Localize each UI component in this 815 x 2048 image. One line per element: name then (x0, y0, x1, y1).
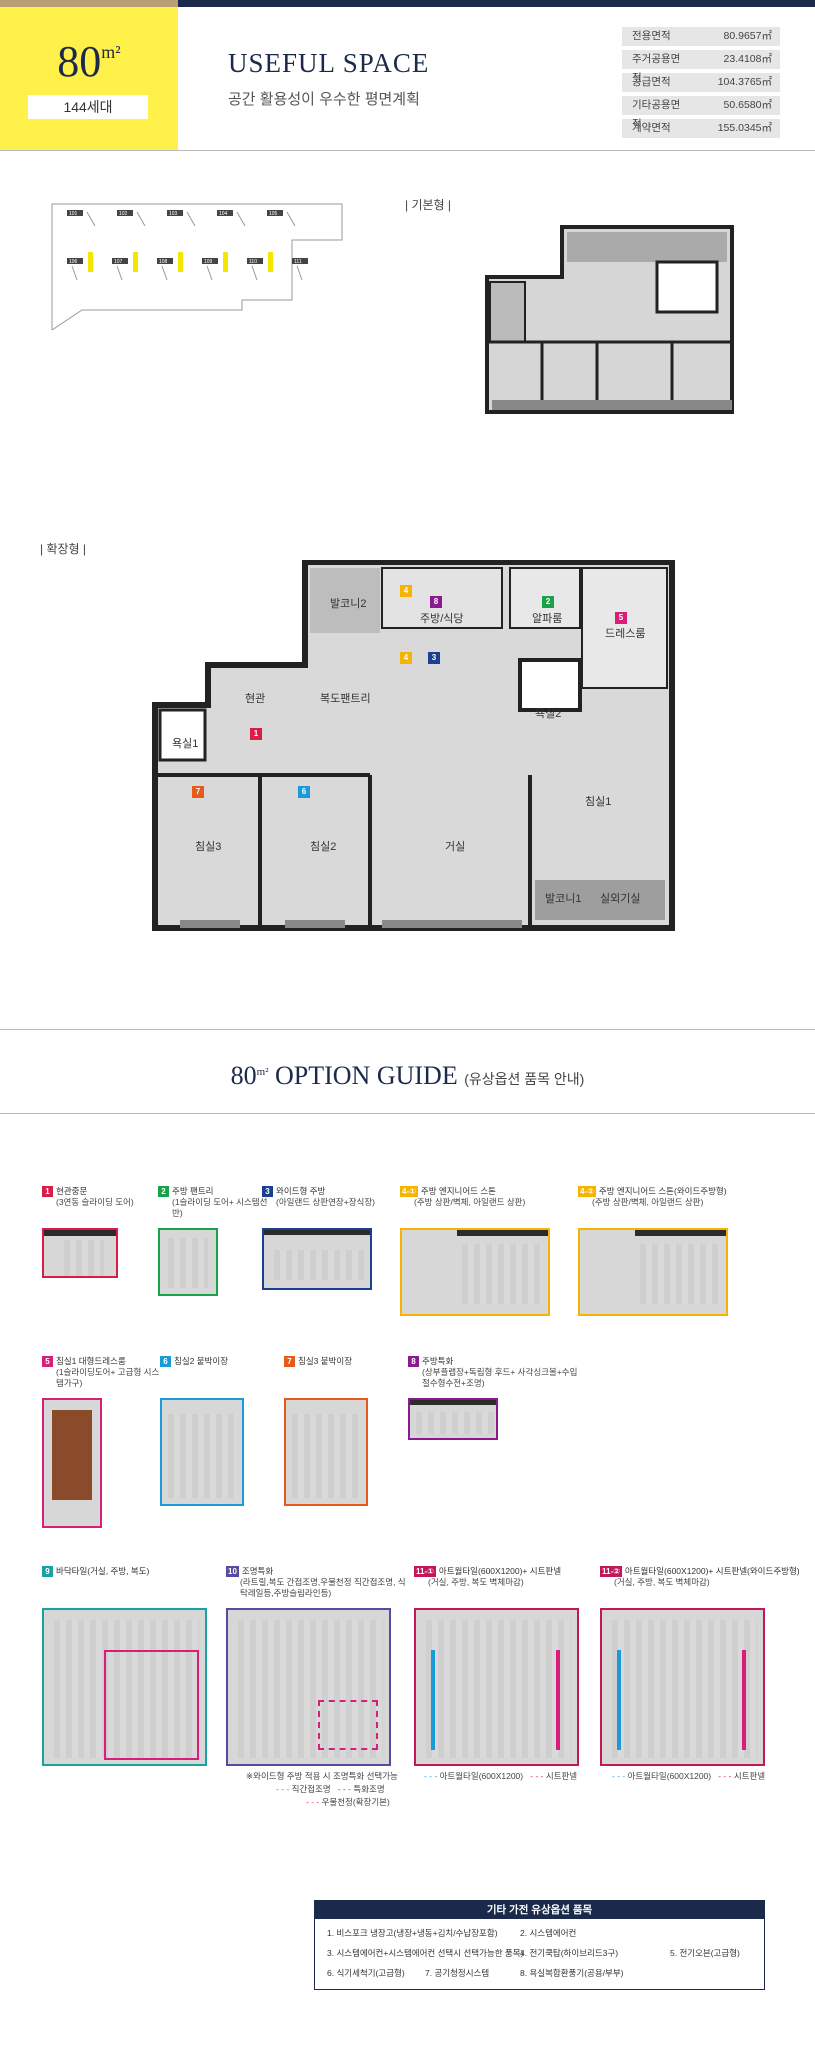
appliance-item: 1. 비스포크 냉장고(냉장+냉동+김치/수납장포함) (327, 1928, 498, 1938)
option-10-note: ※와이드형 주방 적용 시 조명특화 선택가능 (246, 1771, 398, 1781)
expanded-floor-plan: 발코니2 주방/식당 알파룸 드레스룸 현관 복도팬트리 욕실2 욕실1 침실3… (150, 560, 680, 940)
unit-size-panel (0, 7, 178, 150)
option-marker: 7 (192, 786, 204, 798)
option-11-1-legend: - - - 아트월타일(600X1200) - - - 시트판넬 (424, 1771, 578, 1781)
appliance-options-table: 기타 가전 유상옵션 품목 1. 비스포크 냉장고(냉장+냉동+김치/수납장포함… (314, 1900, 765, 1990)
appliance-item: 2. 시스템에어컨 (520, 1928, 577, 1938)
unit-size: 80m² (57, 37, 121, 86)
room-label: 현관 (245, 693, 266, 705)
option-marker: 6 (298, 786, 310, 798)
option-3-thumbnail (262, 1228, 372, 1290)
appliance-item: 4. 전기쿡탑(하이브리드3구) (520, 1948, 619, 1958)
option-1-thumbnail (42, 1228, 118, 1278)
option-marker: 4 (400, 652, 412, 664)
building-label: 106 (69, 259, 78, 265)
building-label: 105 (269, 211, 278, 217)
page-title: USEFUL SPACE (228, 48, 430, 78)
building-label: 110 (249, 259, 257, 265)
option-marker: 4 (400, 585, 412, 597)
option-2-thumbnail (158, 1228, 218, 1296)
legend-indirect-lighting: - - - 직간접조명 - - - 특화조명 (276, 1784, 385, 1794)
room-label: 발코니1 (545, 893, 582, 905)
option-marker: 8 (430, 596, 442, 608)
option-marker: 1 (250, 728, 262, 740)
building-label: 104 (219, 211, 228, 217)
appliance-item: 5. 전기오븐(고급형) (670, 1948, 740, 1958)
room-label: 침실3 (195, 841, 222, 853)
room-label: 욕실1 (172, 738, 199, 750)
option-marker: 2 (542, 596, 554, 608)
appliance-item: 6. 식기세척기(고급형) (327, 1968, 405, 1978)
option-11-2-thumbnail (600, 1608, 765, 1766)
option-marker: 3 (428, 652, 440, 664)
room-label: 드레스룸 (605, 628, 646, 640)
option-10-thumbnail (226, 1608, 391, 1766)
appliance-item: 3. 시스템에어컨+시스템에어컨 선택시 선택가능한 품목) (327, 1948, 524, 1958)
option-11-1-thumbnail (414, 1608, 579, 1766)
room-label: 알파룸 (532, 613, 563, 625)
room-label: 거실 (445, 841, 466, 853)
building-label: 102 (119, 211, 128, 217)
building-label: 103 (169, 211, 178, 217)
divider (0, 150, 815, 151)
building-label: 107 (114, 259, 123, 265)
option-4-1-thumbnail (400, 1228, 550, 1316)
building-label: 108 (159, 259, 168, 265)
room-label: 복도팬트리 (320, 693, 371, 705)
room-label: 침실2 (310, 841, 337, 853)
building-label: 111 (294, 259, 302, 265)
top-accent-bar (0, 0, 815, 7)
option-6-thumbnail (160, 1398, 244, 1506)
option-marker: 5 (615, 612, 627, 624)
building-label: 101 (69, 211, 78, 217)
option-7-thumbnail (284, 1398, 368, 1506)
option-guide-title: 80m² OPTION GUIDE (유상옵션 품목 안내) (230, 1061, 585, 1090)
option-11-2-legend: - - - 아트월타일(600X1200) - - - 시트판넬 (612, 1771, 766, 1781)
divider (0, 1113, 815, 1114)
option-5-thumbnail (42, 1398, 102, 1528)
option-9-thumbnail (42, 1608, 207, 1766)
appliance-item: 8. 욕실복합환풍기(공용/부부) (520, 1968, 624, 1978)
room-label: 침실1 (585, 796, 612, 808)
room-label: 실외기실 (600, 893, 641, 905)
site-map: 101 102 103 104 105 106 107 108 109 110 … (51, 203, 343, 330)
appliance-item: 7. 공기청정시스템 (425, 1968, 490, 1978)
room-label: 주방/식당 (420, 613, 464, 625)
option-8-thumbnail (408, 1398, 498, 1440)
household-count: 144세대 (28, 95, 148, 119)
legend-ceiling: - - - 우물천정(확장기본) (306, 1797, 390, 1807)
appliance-table-title: 기타 가전 유상옵션 품목 (315, 1901, 764, 1919)
page-subtitle: 공간 활용성이 우수한 평면계획 (228, 91, 420, 108)
option-4-2-thumbnail (578, 1228, 728, 1316)
expanded-plan-label: | 확장형 | (40, 542, 87, 556)
room-label: 욕실2 (535, 708, 562, 720)
basic-plan-label: | 기본형 | (405, 198, 452, 212)
room-label: 발코니2 (330, 598, 367, 610)
building-label: 109 (204, 259, 213, 265)
divider (0, 1029, 815, 1030)
basic-floor-plan (482, 222, 752, 418)
